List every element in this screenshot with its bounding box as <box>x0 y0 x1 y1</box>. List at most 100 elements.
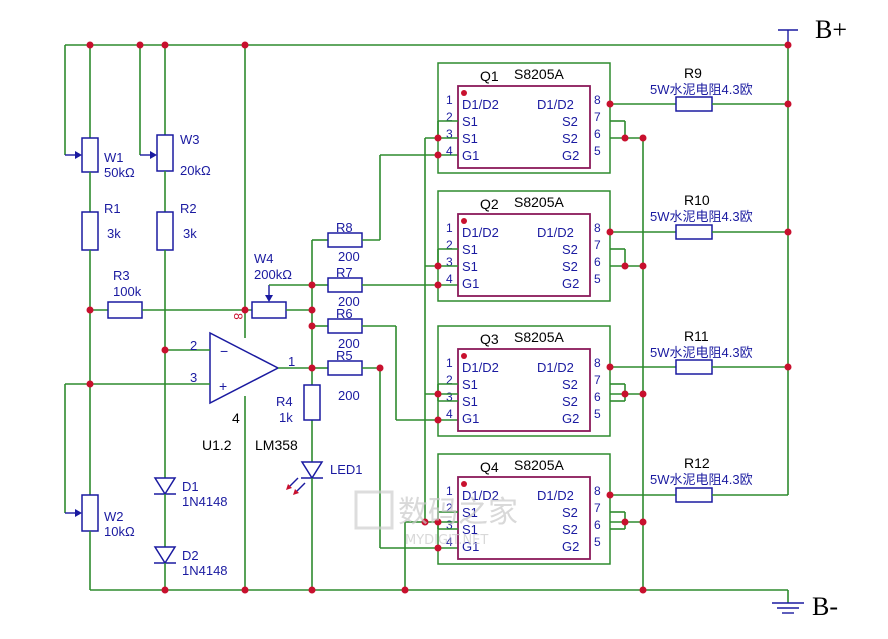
svg-text:S1: S1 <box>462 242 478 257</box>
r11-value: 5W水泥电阻4.3欧 <box>650 345 753 360</box>
r9-value: 5W水泥电阻4.3欧 <box>650 82 753 97</box>
svg-text:S2: S2 <box>562 394 578 409</box>
watermark-logo-icon <box>354 490 394 530</box>
w1-ref: W1 <box>104 150 124 165</box>
junction-dots <box>86 41 792 594</box>
resistor-r3 <box>107 301 143 319</box>
q2-part: S8205A <box>514 194 564 210</box>
svg-text:2: 2 <box>446 238 453 252</box>
q3-ref: Q3 <box>480 331 499 347</box>
r11-ref: R11 <box>684 328 709 344</box>
svg-text:8: 8 <box>594 484 601 498</box>
mosfet-q3 <box>437 325 611 437</box>
r7-value: 200 <box>338 294 360 309</box>
svg-text:5: 5 <box>594 407 601 421</box>
positive-rail-label: B+ <box>815 15 847 44</box>
q3-pins: 1 2 3 4 D1/D2 S1 S1 G1 8 7 6 5 D1/D2 S2 … <box>446 356 601 426</box>
q4-ref: Q4 <box>480 459 499 475</box>
opamp-pin8: 8 <box>231 313 245 320</box>
w3-value: 20kΩ <box>180 163 211 178</box>
watermark: 数码之家 MYDIGIT.NET <box>354 490 518 548</box>
svg-text:S1: S1 <box>462 505 478 520</box>
watermark-cn: 数码之家 <box>398 495 518 530</box>
svg-text:6: 6 <box>594 255 601 269</box>
led-light-arrow-icon <box>286 484 292 490</box>
opamp-plus-sign: + <box>219 378 227 394</box>
svg-text:1: 1 <box>446 484 453 498</box>
r1-value: 3k <box>107 226 121 241</box>
svg-text:4: 4 <box>446 272 453 286</box>
resistor-r7 <box>327 277 363 293</box>
q1-pins: 1 2 3 4 D1/D2 S1 S1 G1 8 7 6 5 D1/D2 S2 … <box>446 93 601 163</box>
resistor-r9 <box>675 96 713 112</box>
resistor-r11 <box>675 359 713 375</box>
r3-ref: R3 <box>113 268 130 283</box>
negative-rail <box>90 589 804 614</box>
svg-text:G2: G2 <box>562 276 579 291</box>
q2-pins: 1 2 3 4 D1/D2 S1 S1 G1 8 7 6 5 D1/D2 S2 … <box>446 221 601 291</box>
svg-text:7: 7 <box>594 238 601 252</box>
w2-value: 10kΩ <box>104 524 135 539</box>
q3-part: S8205A <box>514 329 564 345</box>
svg-text:8: 8 <box>594 221 601 235</box>
w1-wiper-arrow-icon <box>75 151 82 159</box>
svg-text:5: 5 <box>594 535 601 549</box>
svg-text:8: 8 <box>594 356 601 370</box>
svg-text:4: 4 <box>446 407 453 421</box>
svg-text:G2: G2 <box>562 411 579 426</box>
r5-ref: R5 <box>336 348 353 363</box>
r5-value: 200 <box>338 388 360 403</box>
w4-ref: W4 <box>254 251 274 266</box>
r4-value: 1k <box>279 410 293 425</box>
opamp-pin2: 2 <box>190 338 197 353</box>
q2-ref: Q2 <box>480 196 499 212</box>
svg-text:D1/D2: D1/D2 <box>537 225 574 240</box>
svg-text:D1/D2: D1/D2 <box>537 360 574 375</box>
pot-w3 <box>156 134 174 172</box>
r10-value: 5W水泥电阻4.3欧 <box>650 209 753 224</box>
q1-pin-s1a: S1 <box>462 114 478 129</box>
w1-value: 50kΩ <box>104 165 135 180</box>
q1-pin-s1b: S1 <box>462 131 478 146</box>
opamp-pin3: 3 <box>190 370 197 385</box>
svg-text:S2: S2 <box>562 259 578 274</box>
opamp-ref: U1.2 <box>202 437 232 453</box>
svg-text:1: 1 <box>446 356 453 370</box>
r9-ref: R9 <box>684 65 702 81</box>
w2-ref: W2 <box>104 509 124 524</box>
resistor-r2 <box>156 211 174 251</box>
resistor-r12 <box>675 487 713 503</box>
svg-text:S1: S1 <box>462 522 478 537</box>
r1-ref: R1 <box>104 201 121 216</box>
svg-text:3: 3 <box>446 390 453 404</box>
w3-wiper-arrow-icon <box>150 151 157 159</box>
q4-pins: 1 2 3 4 D1/D2 S1 S1 G1 8 7 6 5 D1/D2 S2 … <box>446 484 601 554</box>
mosfet-q4 <box>437 453 611 565</box>
w2-wiper-arrow-icon <box>75 509 82 517</box>
opamp-pin1: 1 <box>288 354 295 369</box>
resistor-r1 <box>81 211 99 251</box>
diode-d1 <box>153 477 177 496</box>
d2-value: 1N4148 <box>182 563 228 578</box>
r7-ref: R7 <box>336 265 353 280</box>
svg-text:D1/D2: D1/D2 <box>537 488 574 503</box>
resistor-r6 <box>327 318 363 334</box>
svg-text:3: 3 <box>446 255 453 269</box>
svg-text:D1/D2: D1/D2 <box>462 225 499 240</box>
pot-w1 <box>81 137 99 173</box>
opamp-part: LM358 <box>255 437 298 453</box>
r8-ref: R8 <box>336 220 353 235</box>
led-light-arrow-icon-2 <box>293 489 299 495</box>
svg-text:6: 6 <box>594 390 601 404</box>
q4-part: S8205A <box>514 457 564 473</box>
svg-text:6: 6 <box>594 518 601 532</box>
opamp-minus-sign: − <box>220 343 228 359</box>
watermark-en: MYDIGIT.NET <box>405 533 488 548</box>
r6-ref: R6 <box>336 306 353 321</box>
q1-pin-7: 7 <box>594 110 601 124</box>
svg-text:7: 7 <box>594 373 601 387</box>
pot-w2 <box>81 494 99 532</box>
mosfet-q1 <box>437 62 611 174</box>
r12-ref: R12 <box>684 455 710 471</box>
